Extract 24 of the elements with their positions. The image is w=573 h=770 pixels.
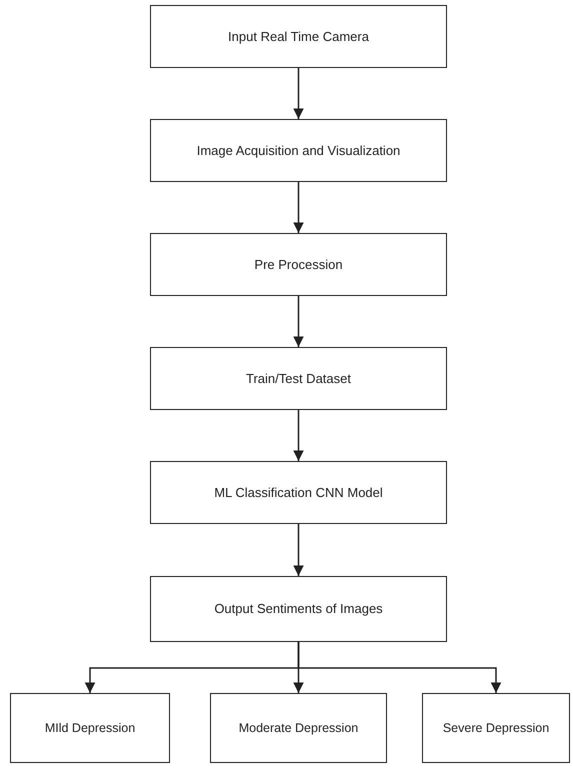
- process-box: [210, 693, 387, 763]
- process-box: [422, 693, 570, 763]
- box-label: ML Classification CNN Model: [214, 484, 383, 500]
- arrow: [298, 642, 502, 693]
- box-label: Output Sentiments of Images: [214, 601, 383, 617]
- box-label: Train/Test Dataset: [246, 370, 351, 386]
- process-box: [10, 693, 170, 763]
- box-label: Image Acquisition and Visualization: [196, 142, 400, 158]
- process-box: [150, 5, 447, 68]
- arrow: [293, 182, 304, 233]
- box-label: Input Real Time Camera: [228, 28, 369, 44]
- process-box: [150, 461, 447, 524]
- arrow: [293, 68, 304, 119]
- box-label: Moderate Depression: [238, 720, 358, 736]
- arrow: [293, 524, 304, 576]
- process-box: [150, 347, 447, 410]
- box-label: Severe Depression: [442, 720, 550, 736]
- box-label: MIld Depression: [44, 720, 136, 736]
- process-box: [150, 576, 447, 642]
- process-box: [150, 233, 447, 296]
- box-label: Pre Procession: [254, 256, 343, 272]
- process-box: [150, 119, 447, 182]
- arrow: [293, 410, 304, 461]
- arrow: [293, 296, 304, 347]
